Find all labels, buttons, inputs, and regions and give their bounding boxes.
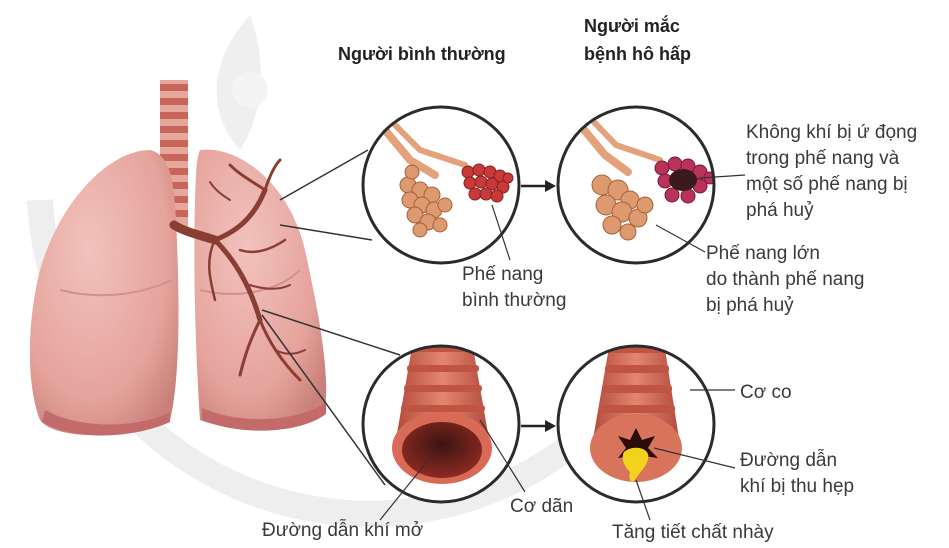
arrow-bottom xyxy=(521,420,556,432)
header-sick-person-line2: bệnh hô hấp xyxy=(584,42,691,66)
label-mucus: Tăng tiết chất nhày xyxy=(612,520,774,545)
label-muscle-relax: Cơ dãn xyxy=(510,494,573,519)
header-normal-person: Người bình thường xyxy=(338,42,506,66)
label-trapped-air-line4: phá huỷ xyxy=(746,198,814,223)
arrow-top xyxy=(521,180,556,192)
circle-open-airway xyxy=(363,330,519,502)
label-trapped-air-line2: trong phế nang và xyxy=(746,146,899,171)
label-large-alveoli-line3: bị phá huỷ xyxy=(706,293,794,318)
label-normal-alveoli-line2: bình thường xyxy=(462,288,566,313)
circle-diseased-alveoli xyxy=(558,107,716,263)
label-trapped-air-line1: Không khí bị ứ đọng xyxy=(746,120,917,145)
left-lung xyxy=(30,150,179,435)
label-normal-alveoli-line1: Phế nang xyxy=(462,262,543,287)
label-open-airway: Đường dẫn khí mở xyxy=(262,518,423,543)
header-sick-person-line1: Người mắc xyxy=(584,14,680,38)
circle-narrowed-airway xyxy=(558,330,714,502)
lungs-illustration xyxy=(30,80,326,436)
label-trapped-air-line3: một số phế nang bị xyxy=(746,172,908,197)
label-narrowed-airway-line1: Đường dẫn xyxy=(740,448,837,473)
label-narrowed-airway-line2: khí bị thu hẹp xyxy=(740,474,854,499)
circle-normal-alveoli xyxy=(363,107,519,263)
label-large-alveoli-line2: do thành phế nang xyxy=(706,267,865,292)
right-lung xyxy=(194,150,326,429)
label-muscle-contract: Cơ co xyxy=(740,380,792,405)
label-large-alveoli-line1: Phế nang lớn xyxy=(706,241,820,266)
